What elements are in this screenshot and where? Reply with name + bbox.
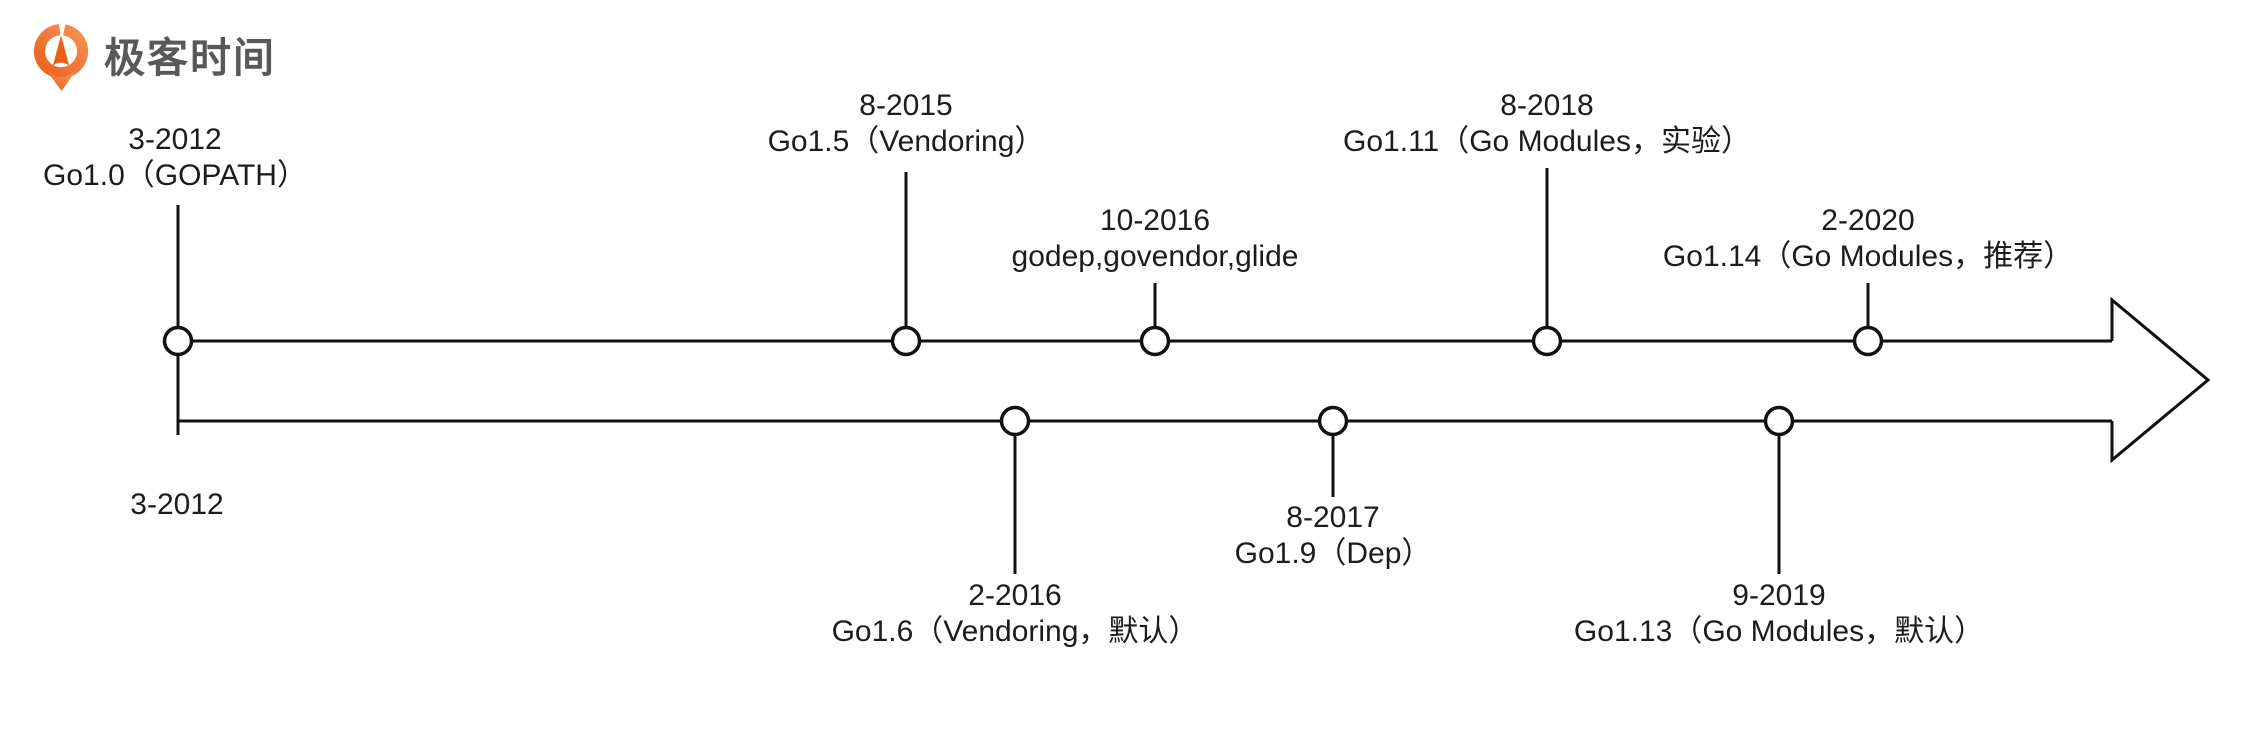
event-title: Go1.5（Vendoring） — [767, 125, 1045, 158]
event-title: Go1.13（Go Modules，默认） — [1573, 615, 1985, 648]
event-node-go1-13 — [1763, 405, 1795, 437]
geektime-logo: 极客时间 — [32, 22, 276, 94]
event-date: 3-2012 — [130, 488, 224, 521]
event-node-go1-5 — [890, 325, 922, 357]
arrow-head — [2110, 296, 2211, 464]
event-label-go1-0: 3-2012 Go1.0（GOPATH） — [43, 122, 307, 194]
event-label-go1-6: 2-2016 Go1.6（Vendoring，默认） — [832, 578, 1199, 650]
event-node-go1-6 — [999, 405, 1031, 437]
event-node-godep — [1139, 325, 1171, 357]
event-date: 2-2016 — [968, 579, 1062, 612]
event-date: 8-2017 — [1286, 501, 1380, 534]
event-label-godep: 10-2016 godep,govendor,glide — [1012, 203, 1299, 275]
logo-needle — [52, 35, 70, 66]
event-date: 8-2018 — [1500, 89, 1594, 122]
event-node-go1-9 — [1317, 405, 1349, 437]
event-title: godep,govendor,glide — [1011, 240, 1299, 273]
event-title: Go1.11（Go Modules，实验） — [1343, 125, 1751, 158]
event-label-go1-5: 8-2015 Go1.5（Vendoring） — [768, 88, 1045, 160]
event-date: 8-2015 — [859, 89, 953, 122]
event-date: 2-2020 — [1821, 204, 1915, 237]
event-date: 10-2016 — [1099, 204, 1211, 237]
event-node-go1-14 — [1852, 325, 1884, 357]
event-label-go1-11: 8-2018 Go1.11（Go Modules，实验） — [1343, 88, 1751, 160]
event-date: 3-2012 — [128, 123, 222, 156]
event-node-go1-0 — [162, 325, 194, 357]
event-label-go1-13: 9-2019 Go1.13（Go Modules，默认） — [1574, 578, 1984, 650]
event-node-go1-11 — [1531, 325, 1563, 357]
event-title: Go1.6（Vendoring，默认） — [831, 615, 1199, 648]
event-date: 9-2019 — [1732, 579, 1826, 612]
event-title: Go1.9（Dep） — [1234, 537, 1432, 570]
geektime-logo-icon — [33, 24, 89, 91]
logo-top-notch — [59, 24, 66, 37]
logo-text: 极客时间 — [104, 34, 276, 81]
event-label-go1-9: 8-2017 Go1.9（Dep） — [1235, 500, 1432, 572]
event-label-start-3-2012: 3-2012 — [130, 487, 223, 523]
event-label-go1-14: 2-2020 Go1.14（Go Modules，推荐） — [1663, 203, 2073, 275]
event-title: Go1.14（Go Modules，推荐） — [1662, 240, 2074, 273]
logo-pin-tail — [47, 71, 75, 91]
event-title: Go1.0（GOPATH） — [43, 159, 307, 192]
